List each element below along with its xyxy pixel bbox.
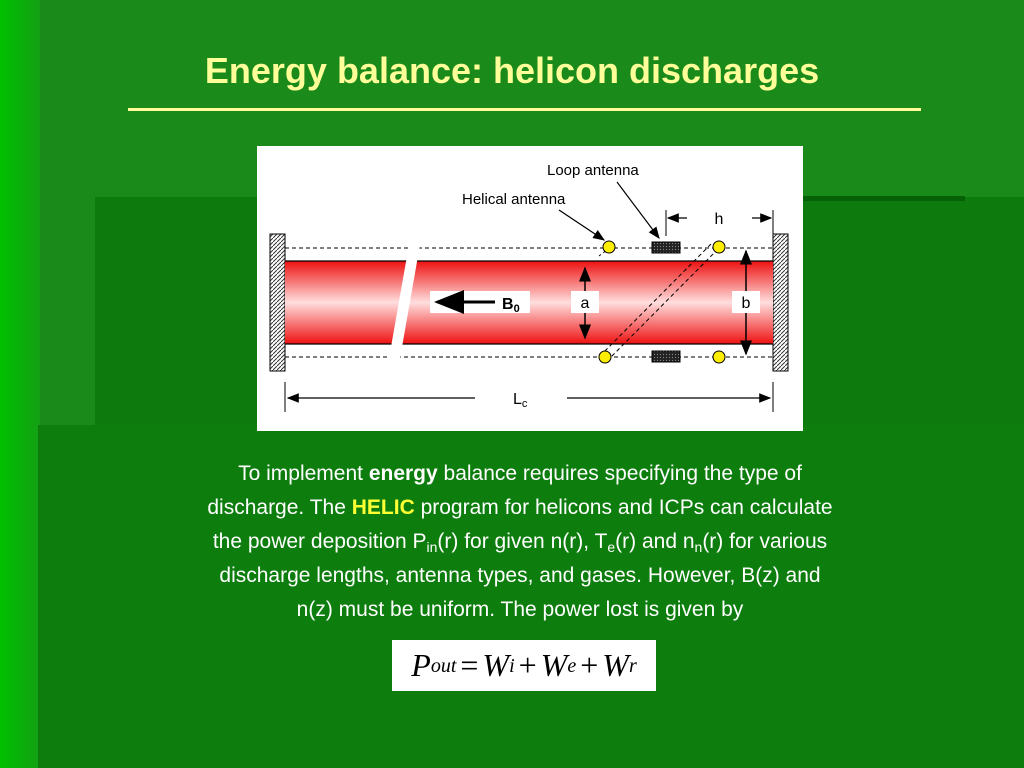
body-text: (r) for given n(r), T — [437, 530, 608, 553]
keyword-energy: energy — [368, 462, 438, 485]
eq-operator: + — [518, 647, 537, 683]
subscript: n — [694, 539, 703, 555]
body-text: (r) and n — [615, 530, 695, 553]
subscript: e — [607, 539, 616, 555]
end-plate-left — [269, 233, 286, 372]
helical-antenna-dot-top — [602, 240, 616, 254]
eq-operator: + — [580, 647, 599, 683]
radius-b-label: b — [742, 295, 751, 312]
loop-antenna-label: Loop antenna — [547, 162, 639, 179]
eq-symbol: W — [482, 647, 510, 683]
body-text: To implement — [238, 462, 369, 485]
background-left-gradient — [0, 0, 40, 768]
body-text: n(z) must be uniform. The power lost is … — [296, 598, 744, 621]
keyword-helic: HELIC — [351, 496, 415, 519]
b0-label: B0 — [502, 296, 520, 315]
tube-break-mark — [388, 239, 421, 364]
h-label: h — [715, 211, 724, 228]
helical-antenna-dot-top-right — [712, 240, 726, 254]
body-text: the power deposition P — [212, 530, 427, 553]
slide-title: Energy balance: helicon discharges — [204, 50, 820, 91]
body-text: program for helicons and ICPs can calcul… — [414, 496, 833, 519]
lc-label: Lc — [513, 391, 528, 410]
helicon-diagram: B0 a b h Loop antenna Helical antenna — [257, 146, 803, 431]
eq-symbol: W — [602, 647, 629, 683]
end-plate-right — [772, 233, 789, 372]
title-underline — [128, 108, 921, 111]
body-text: balance requires specifying the type of — [437, 462, 802, 485]
body-text: discharge. The — [207, 496, 352, 519]
eq-symbol: P — [411, 647, 431, 683]
helical-antenna-dot-bottom — [598, 350, 612, 364]
loop-antenna-coil-top — [651, 241, 681, 254]
background-panel-lower — [38, 425, 1024, 768]
radius-a-label: a — [581, 295, 590, 312]
eq-operator: = — [460, 647, 479, 683]
eq-symbol: W — [540, 647, 568, 683]
body-text: (r) for various — [702, 530, 828, 553]
background-strip — [800, 196, 965, 201]
helical-antenna-dot-bottom-right — [712, 350, 726, 364]
body-paragraph: To implement energy balance requires spe… — [110, 457, 930, 627]
loop-antenna-coil-bottom — [651, 350, 681, 363]
body-text: discharge lengths, antenna types, and ga… — [219, 564, 821, 587]
subscript: in — [426, 539, 438, 555]
helical-antenna-label: Helical antenna — [462, 191, 566, 208]
